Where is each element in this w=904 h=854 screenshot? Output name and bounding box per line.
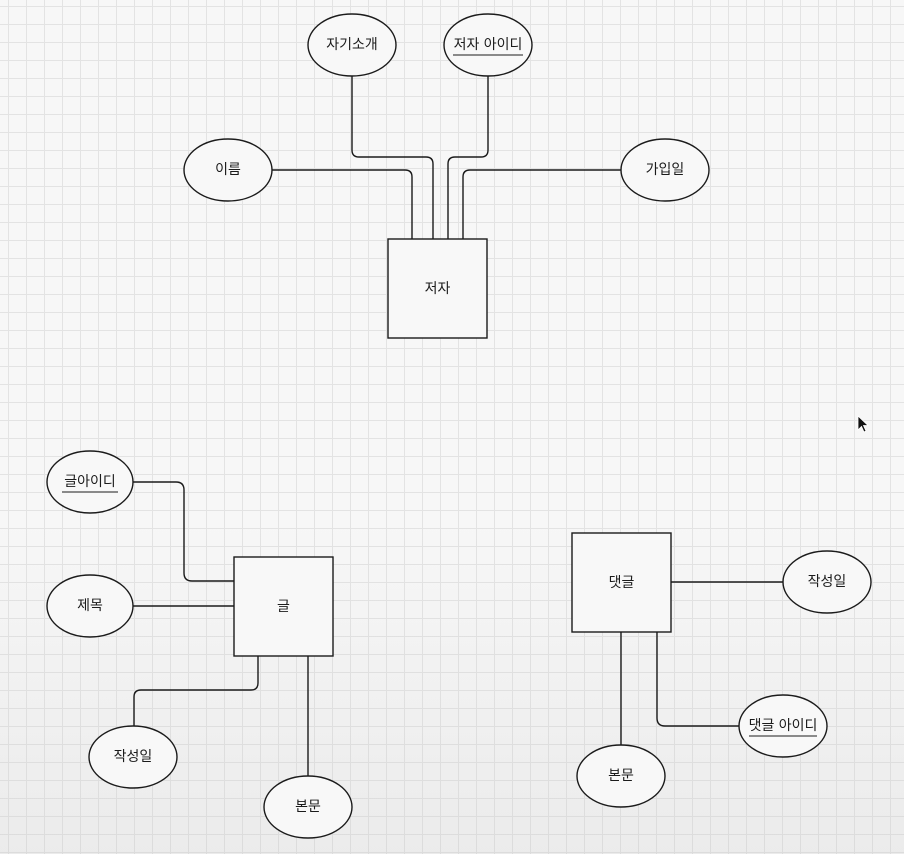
- edge-author-joined: [462, 169, 622, 239]
- edge-post-id: [133, 481, 234, 582]
- attribute-post-created-label: 작성일: [114, 749, 153, 765]
- attribute-comment-id-label: 댓글 아이디: [749, 718, 818, 734]
- attribute-comment-created[interactable]: 작성일: [782, 550, 872, 614]
- attribute-post-id[interactable]: 글아이디: [46, 450, 134, 514]
- attribute-comment-body[interactable]: 본문: [576, 744, 666, 808]
- attribute-post-body-label: 본문: [295, 799, 321, 815]
- edge-author-id: [447, 76, 489, 239]
- edge-author-bio: [351, 76, 434, 239]
- attribute-post-title-label: 제목: [77, 598, 103, 614]
- entity-author-label: 저자: [425, 281, 451, 297]
- edge-author-name: [271, 169, 413, 239]
- entity-author[interactable]: 저자: [387, 238, 488, 339]
- entity-comment-label: 댓글: [609, 575, 635, 591]
- attribute-comment-created-label: 작성일: [808, 574, 847, 590]
- entity-comment[interactable]: 댓글: [571, 532, 672, 633]
- attribute-author-name-label: 이름: [215, 162, 241, 178]
- attribute-author-id-label: 저자 아이디: [454, 37, 523, 53]
- entity-post-label: 글: [277, 599, 290, 615]
- attribute-comment-id[interactable]: 댓글 아이디: [738, 694, 828, 758]
- attribute-author-bio[interactable]: 자기소개: [307, 13, 397, 77]
- entity-post[interactable]: 글: [233, 556, 334, 657]
- attribute-author-joined[interactable]: 가입일: [620, 138, 710, 202]
- attribute-post-body[interactable]: 본문: [263, 775, 353, 839]
- attribute-post-id-label: 글아이디: [64, 474, 116, 490]
- connectors: [133, 76, 784, 777]
- edge-comment-id: [656, 632, 740, 727]
- mouse-cursor-icon: [857, 415, 870, 433]
- attribute-author-joined-label: 가입일: [646, 162, 685, 178]
- attribute-author-bio-label: 자기소개: [326, 37, 378, 53]
- attribute-author-id[interactable]: 저자 아이디: [443, 13, 533, 77]
- edge-post-created: [133, 656, 259, 727]
- attribute-post-created[interactable]: 작성일: [88, 725, 178, 789]
- attribute-post-title[interactable]: 제목: [46, 574, 134, 638]
- attribute-comment-body-label: 본문: [608, 768, 634, 784]
- attribute-author-name[interactable]: 이름: [183, 138, 273, 202]
